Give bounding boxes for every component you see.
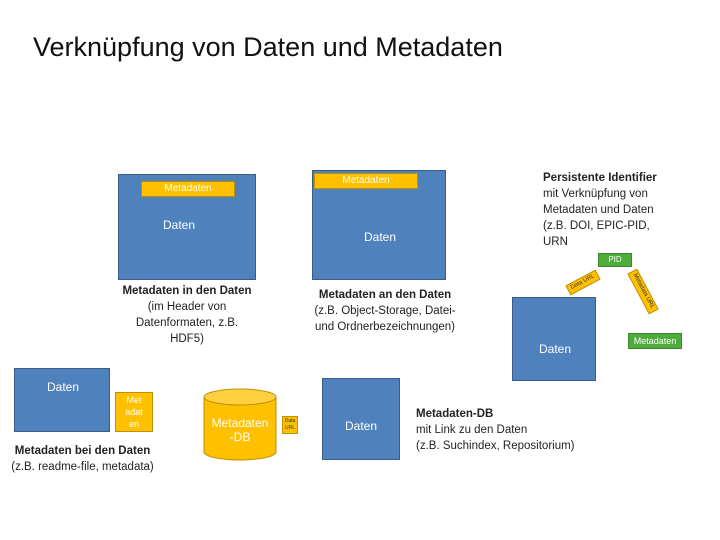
caption-title: Metadaten bei den Daten — [14, 445, 151, 457]
caption-line: HDF5) — [170, 333, 204, 345]
pid-box: PID — [598, 253, 632, 267]
data-box-5 — [322, 378, 400, 460]
metadata-file-box: Met adat en — [115, 392, 153, 432]
caption-metadata-db: Metadaten-DB mit Link zu den Daten (z.B.… — [416, 406, 606, 454]
metadata-url-tag: Metadata URL — [627, 268, 659, 315]
caption-title: Metadaten-DB — [416, 408, 494, 420]
data-label-2: Daten — [363, 230, 397, 244]
caption-title: Metadaten an den Daten — [318, 289, 452, 301]
database-label-line: -DB — [229, 430, 251, 444]
metadata-file-line: Met — [126, 395, 142, 405]
metadata-file-line: en — [128, 419, 139, 429]
data-url-link-box: Data URL — [282, 416, 298, 434]
pid-label: PID — [608, 255, 622, 264]
caption-metadata-beside-data: Metadaten bei den Daten (z.B. readme-fil… — [0, 443, 165, 475]
database-label-line: Metadaten — [211, 416, 269, 430]
data-url-tag: Data URL — [565, 269, 601, 296]
caption-line: (z.B. DOI, EPIC-PID, — [543, 220, 650, 232]
caption-line: mit Verknüpfung von — [543, 188, 648, 200]
caption-persistent-identifier: Persistente Identifier mit Verknüpfung v… — [543, 170, 683, 250]
metadata-database-cylinder — [203, 388, 277, 461]
data-url-label: Data URL — [569, 273, 596, 291]
metadata-file-line: adat — [125, 407, 143, 417]
metadata-header-strip: Metadaten — [141, 181, 235, 197]
metadata-tag-label: Metadaten — [342, 175, 390, 186]
slide-title: Verknüpfung von Daten und Metadaten — [33, 32, 503, 62]
data-label-4: Daten — [46, 380, 80, 394]
pid-data-box — [512, 297, 596, 381]
pid-metadata-label: Metadaten — [633, 336, 677, 346]
caption-title: Metadaten in den Daten — [122, 285, 252, 297]
caption-line: URN — [543, 236, 568, 248]
pid-metadata-box: Metadaten — [628, 333, 682, 349]
metadata-tag-strip: Metadaten — [314, 173, 418, 189]
caption-line: Datenformaten, z.B. — [135, 317, 239, 329]
caption-line: Metadaten und Daten — [543, 204, 654, 216]
caption-line: (im Header von — [147, 301, 227, 313]
metadata-header-label: Metadaten — [164, 183, 212, 194]
caption-title: Persistente Identifier — [543, 172, 657, 184]
caption-line: (z.B. Suchindex, Repositorium) — [416, 440, 575, 452]
caption-line: (z.B. Object-Storage, Datei- — [314, 305, 456, 317]
data-label-5: Daten — [344, 419, 378, 433]
data-url-line: URL — [284, 425, 295, 431]
data-label-1: Daten — [162, 218, 196, 232]
caption-line: mit Link zu den Daten — [416, 424, 528, 436]
metadata-url-label: Metadata URL — [631, 272, 656, 310]
caption-metadata-in-data: Metadaten in den Daten (im Header von Da… — [112, 283, 262, 347]
caption-line: und Ordnerbezeichnungen) — [314, 321, 456, 333]
metadata-database-label: Metadaten -DB — [202, 416, 278, 444]
caption-metadata-at-data: Metadaten an den Daten (z.B. Object-Stor… — [300, 287, 470, 335]
data-box-4 — [14, 368, 110, 432]
data-url-line: Data — [284, 418, 296, 424]
caption-line: (z.B. readme-file, metadata) — [11, 461, 154, 473]
pid-data-label: Daten — [538, 342, 572, 356]
